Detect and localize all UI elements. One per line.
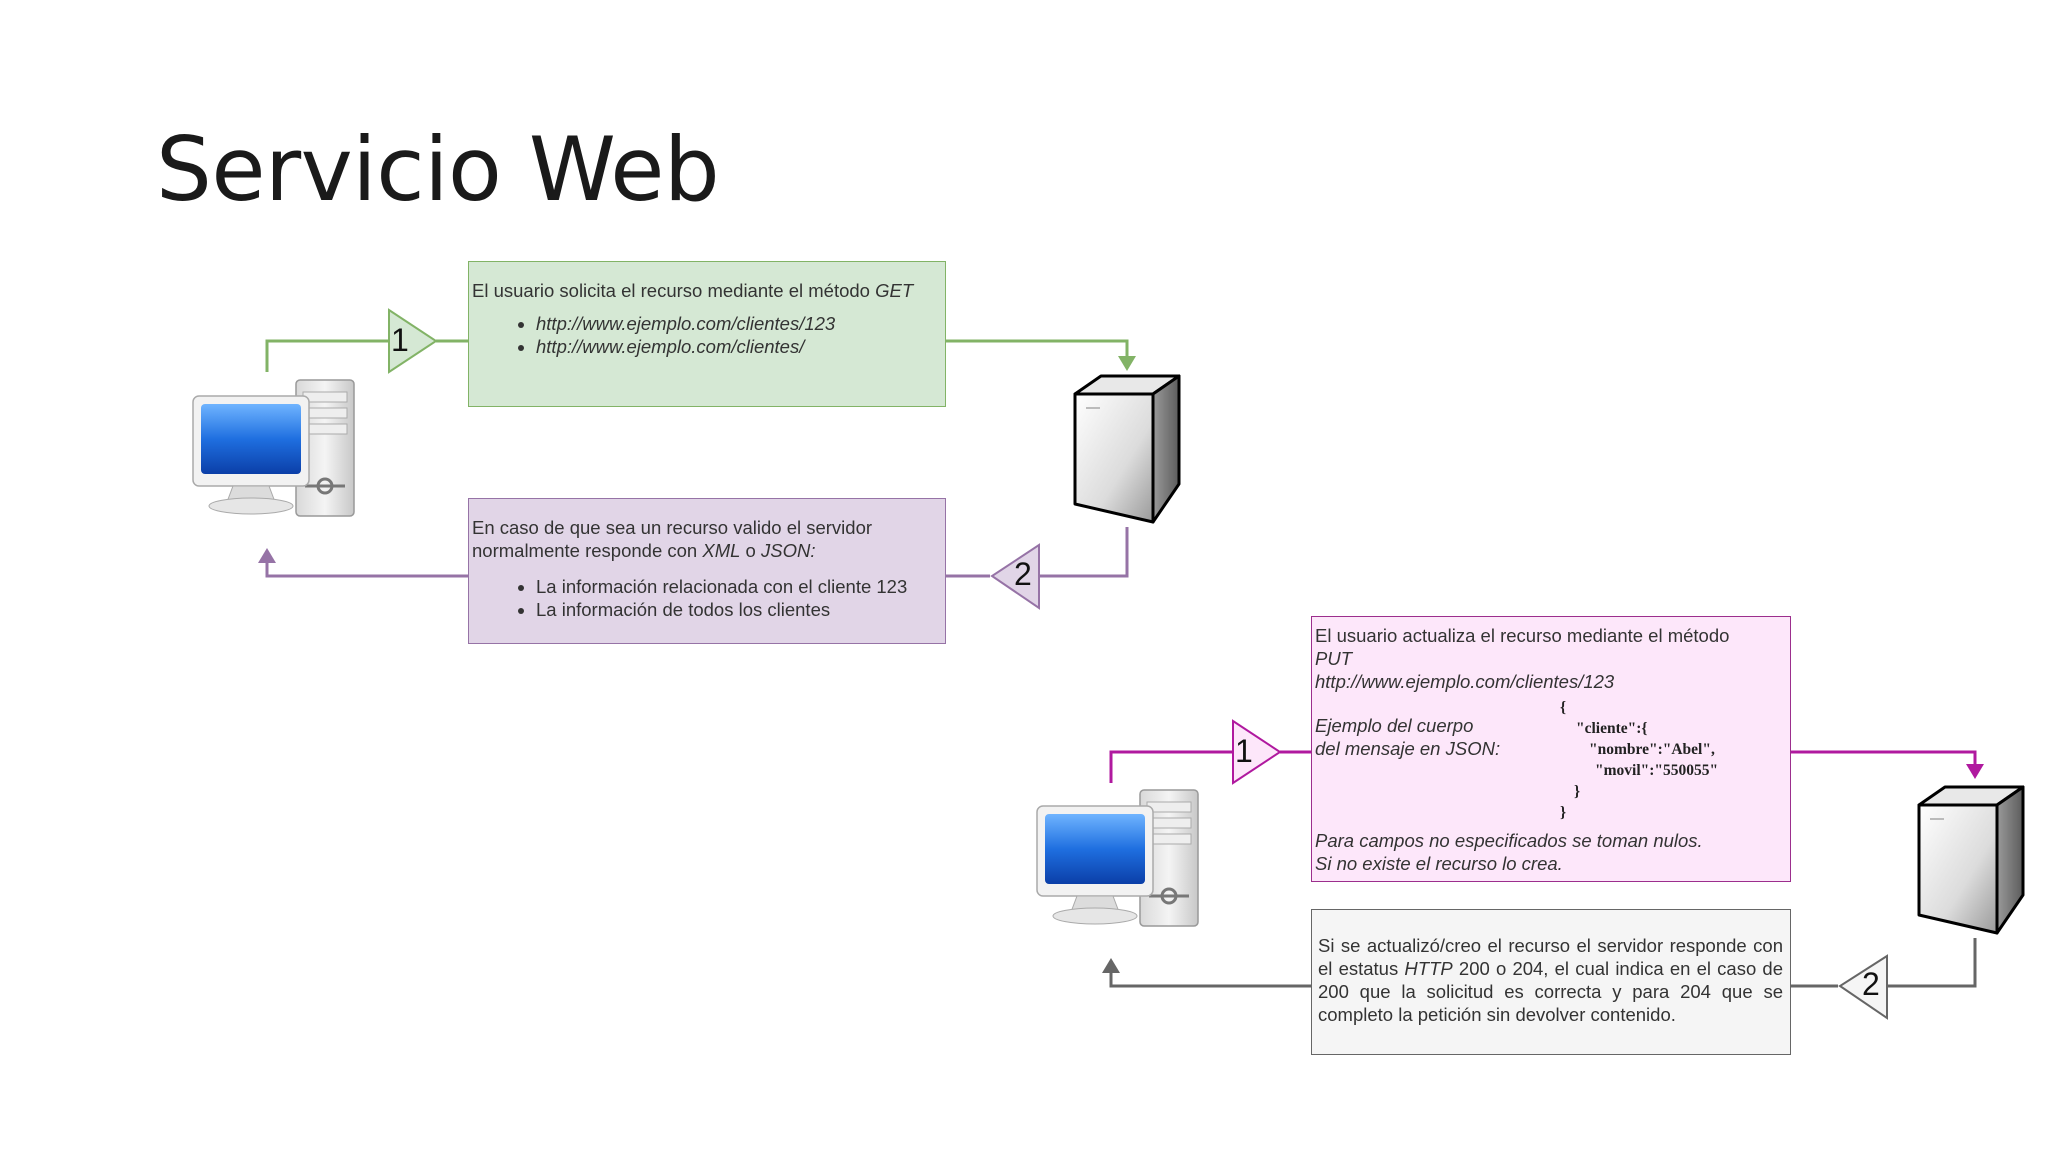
client-computer-icon bbox=[1036, 789, 1199, 927]
json-line: } bbox=[1560, 804, 1567, 821]
get-request-arrowhead bbox=[1118, 356, 1136, 371]
put-method: PUT bbox=[1315, 648, 1352, 669]
put-request-arrowhead bbox=[1966, 764, 1984, 779]
get-method: GET bbox=[875, 280, 914, 301]
put-note-1: Para campos no especificados se toman nu… bbox=[1315, 830, 1703, 851]
put-step-2-label: 2 bbox=[1862, 966, 1880, 1002]
get-step-1-label: 1 bbox=[391, 322, 409, 358]
client-computer-icon bbox=[192, 379, 355, 517]
conjunction: o bbox=[745, 540, 756, 561]
get-request-line-right bbox=[946, 339, 1129, 358]
json-line: "nombre":"Abel", bbox=[1589, 741, 1715, 758]
get-response-box: En caso de que sea un recurso valido el … bbox=[468, 498, 946, 644]
format-xml: XML bbox=[702, 540, 741, 561]
json-line: "movil":"550055" bbox=[1595, 762, 1719, 779]
put-response-line-left bbox=[1109, 970, 1311, 988]
get-response-line1: En caso de que sea un recurso valido el … bbox=[472, 517, 873, 538]
put-request-line-right bbox=[1791, 750, 1977, 766]
protocol-http: HTTP bbox=[1404, 958, 1453, 979]
get-response-item: La información de todos los clientes bbox=[536, 598, 941, 621]
get-step-1-marker bbox=[388, 308, 438, 374]
put-response-box: Si se actualizó/creo el recurso el servi… bbox=[1311, 909, 1791, 1055]
put-step-1-label: 1 bbox=[1235, 733, 1253, 769]
put-url: http://www.ejemplo.com/clientes/123 bbox=[1315, 671, 1615, 692]
put-body-label-2: del mensaje en JSON: bbox=[1315, 738, 1501, 759]
server-icon bbox=[1917, 785, 2025, 935]
get-request-text: El usuario solicita el recurso mediante … bbox=[472, 280, 870, 301]
get-step-2-label: 2 bbox=[1014, 556, 1032, 592]
get-url-item: http://www.ejemplo.com/clientes/ bbox=[536, 335, 941, 358]
put-request-line1: El usuario actualiza el recurso mediante… bbox=[1315, 625, 1730, 646]
put-response-part1: Si se actualizó/creo el recurso el servi… bbox=[1318, 935, 1783, 979]
put-note-2: Si no existe el recurso lo crea. bbox=[1315, 853, 1563, 874]
server-icon bbox=[1073, 374, 1181, 524]
json-line: { bbox=[1560, 699, 1567, 716]
get-request-line-left bbox=[265, 339, 388, 372]
put-step-2-marker bbox=[1838, 954, 1888, 1020]
get-step-2-marker bbox=[990, 543, 1040, 610]
put-step-1-marker bbox=[1232, 719, 1282, 785]
put-response-arrowhead bbox=[1102, 958, 1120, 973]
json-line: "cliente":{ bbox=[1576, 720, 1648, 737]
put-request-line-left bbox=[1109, 750, 1232, 783]
get-response-line-right bbox=[1040, 527, 1129, 578]
slide-title: Servicio Web bbox=[156, 118, 720, 221]
put-request-box: El usuario actualiza el recurso mediante… bbox=[1311, 616, 1791, 882]
get-url-item: http://www.ejemplo.com/clientes/123 bbox=[536, 312, 941, 335]
put-response-line-right bbox=[1888, 938, 1977, 988]
format-json: JSON: bbox=[760, 540, 816, 561]
put-body-label-1: Ejemplo del cuerpo bbox=[1315, 715, 1474, 736]
get-response-item: La información relacionada con el client… bbox=[536, 575, 941, 598]
get-response-arrowhead bbox=[258, 548, 276, 563]
put-response-part2: 200 o 204, el cual indica en el caso de … bbox=[1318, 958, 1784, 1025]
get-response-line-left bbox=[265, 560, 468, 578]
get-response-line2: normalmente responde con bbox=[472, 540, 698, 561]
json-line: } bbox=[1574, 783, 1581, 800]
get-request-box: El usuario solicita el recurso mediante … bbox=[468, 261, 946, 407]
